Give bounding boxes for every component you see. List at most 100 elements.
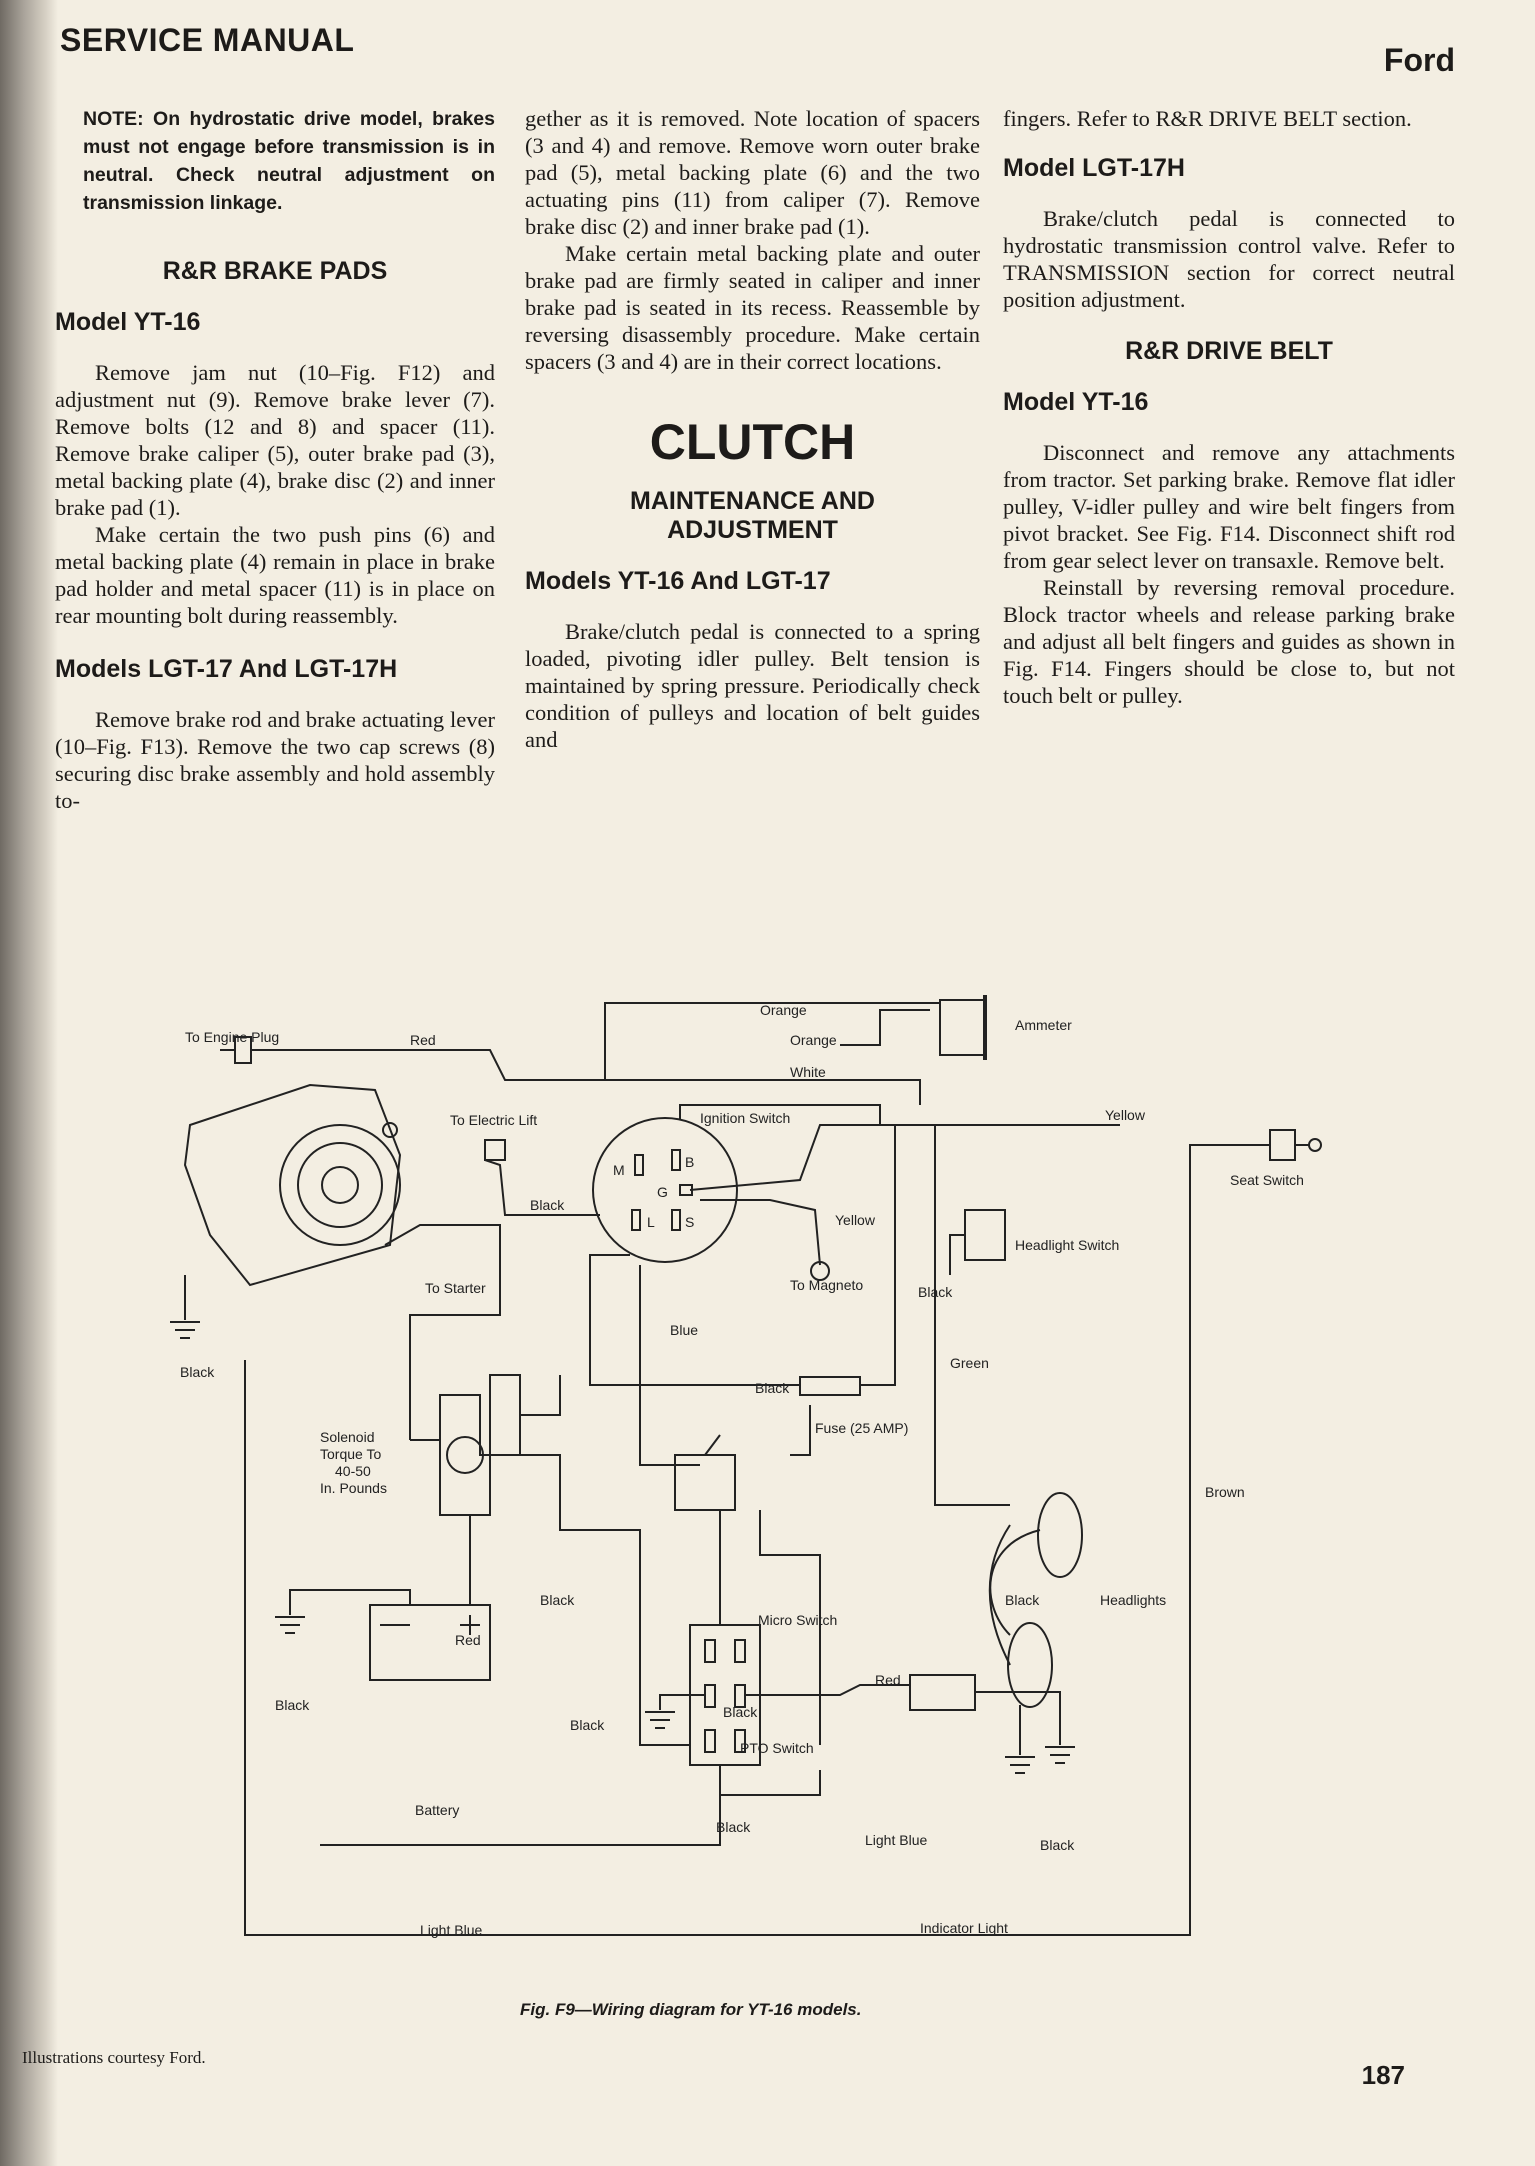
wire [589,1254,800,1386]
section-heading-brake-pads: R&R BRAKE PADS [162,257,388,285]
label-black: Black [530,1197,565,1213]
label-brown: Brown [1205,1484,1245,1500]
section-heading-drive-belt: R&R DRIVE BELT [1125,337,1333,365]
label-yellow: Yellow [835,1212,876,1228]
wire [700,1199,821,1266]
wire [289,1589,411,1615]
wire [840,1009,930,1046]
wire [689,1124,1120,1191]
headlight-upper [1037,1492,1083,1578]
wire [988,1524,1011,1666]
label-orange: Orange [790,1032,837,1048]
column-1: NOTE: On hydrostatic drive model, brakes… [55,105,495,814]
paragraph: gether as it is removed. Note location o… [525,106,980,239]
wire [384,1224,501,1440]
label-pin-l: L [647,1214,655,1230]
label-black: Black [1005,1592,1040,1608]
subsection-line-2: ADJUSTMENT [667,516,838,544]
subsection-line-1: MAINTENANCE AND [630,487,875,515]
engine-flywheel [279,1124,401,1246]
wire [659,1694,705,1710]
label-orange: Orange [760,1002,807,1018]
label-pin-b: B [685,1154,694,1170]
label-micro-switch: Micro Switch [758,1612,837,1628]
label-black: Black [570,1717,605,1733]
wire [639,1555,690,1746]
label-light-blue: Light Blue [865,1832,927,1848]
wire [639,1265,700,1466]
book-binding-shadow [0,0,58,2166]
brand-header: Ford [1383,42,1455,78]
electric-lift-connector [484,1139,506,1161]
label-ignition-switch: Ignition Switch [700,1110,790,1126]
paragraph: Make certain the two push pins (6) and m… [55,522,495,628]
label-blue: Blue [670,1322,698,1338]
headlight-switch-symbol [964,1209,1006,1261]
label-white: White [790,1064,826,1080]
wire [484,1159,600,1216]
label-red: Red [875,1672,901,1688]
label-ammeter: Ammeter [1015,1017,1072,1033]
label-black: Black [540,1592,575,1608]
wiring-diagram: To Engine Plug Red Orange Orange White A… [170,995,1322,1938]
wire [719,1765,821,1796]
paragraph: Remove brake rod and brake actuating lev… [55,707,495,813]
label-black: Black [716,1819,751,1835]
subsection-title: MAINTENANCE AND ADJUSTMENT [525,487,980,545]
label-black: Black [1040,1837,1075,1853]
model-heading: Model LGT-17H [1003,154,1185,182]
model-heading: Models YT-16 And LGT-17 [525,567,831,595]
label-black: Black [275,1697,310,1713]
micro-switch-symbol [674,1454,736,1511]
label-red: Red [455,1632,481,1648]
column-3: fingers. Refer to R&R DRIVE BELT section… [1003,105,1455,709]
column-2: gether as it is removed. Note location o… [525,105,980,753]
indicator-light-symbol [909,1674,976,1711]
wire [220,1049,880,1081]
model-heading: Models LGT-17 And LGT-17H [55,655,398,683]
solenoid-symbol [439,1374,521,1516]
running-header: SERVICE MANUAL [60,22,355,58]
label-fuse: Fuse (25 AMP) [815,1420,908,1436]
label-headlight-switch: Headlight Switch [1015,1237,1119,1253]
label-pto-switch: PTO Switch [740,1740,814,1756]
label-black: Black [918,1284,953,1300]
label-electric-lift: To Electric Lift [450,1112,537,1128]
wire [679,1104,881,1125]
label-seat-switch: Seat Switch [1230,1172,1304,1188]
note-paragraph: NOTE: On hydrostatic drive model, brakes… [83,108,495,214]
illustration-credit: Illustrations courtesy Ford. [22,2048,206,2067]
wire [320,1795,721,1846]
wire [745,1684,910,1696]
label-starter: To Starter [425,1280,486,1296]
label-solenoid: Solenoid [320,1429,375,1445]
model-heading: Model YT-16 [55,308,201,336]
paragraph: Make certain metal backing plate and out… [525,241,980,374]
battery-symbol [369,1604,491,1681]
wire [975,1691,1061,1745]
wire [790,1405,811,1456]
magneto-terminal [810,1261,830,1281]
wire [244,1144,1270,1936]
label-indicator-light: Indicator Light [920,1920,1008,1936]
label-light-blue: Light Blue [420,1922,482,1938]
label-pin-s: S [685,1214,694,1230]
figure-caption: Fig. F9—Wiring diagram for YT-16 models. [520,2000,862,2019]
label-engine-plug: To Engine Plug [185,1029,279,1045]
label-green: Green [950,1355,989,1371]
headlight-lower [1007,1622,1053,1708]
wire [520,1454,641,1555]
page-number: 187 [1361,2060,1405,2090]
wire [860,1125,896,1386]
label-headlights: Headlights [1100,1592,1166,1608]
label-black: Black [723,1704,758,1720]
paragraph: Brake/clutch pedal is connected to a spr… [525,619,980,752]
label-magneto: To Magneto [790,1277,863,1293]
paragraph: fingers. Refer to R&R DRIVE BELT section… [1003,106,1412,131]
ammeter-symbol [939,999,986,1056]
paragraph: Remove jam nut (10–Fig. F12) and adjustm… [55,360,495,520]
section-title-clutch: CLUTCH [649,414,856,470]
wire [934,1125,1010,1506]
label-battery: Battery [415,1802,459,1818]
wire [759,1510,821,1745]
